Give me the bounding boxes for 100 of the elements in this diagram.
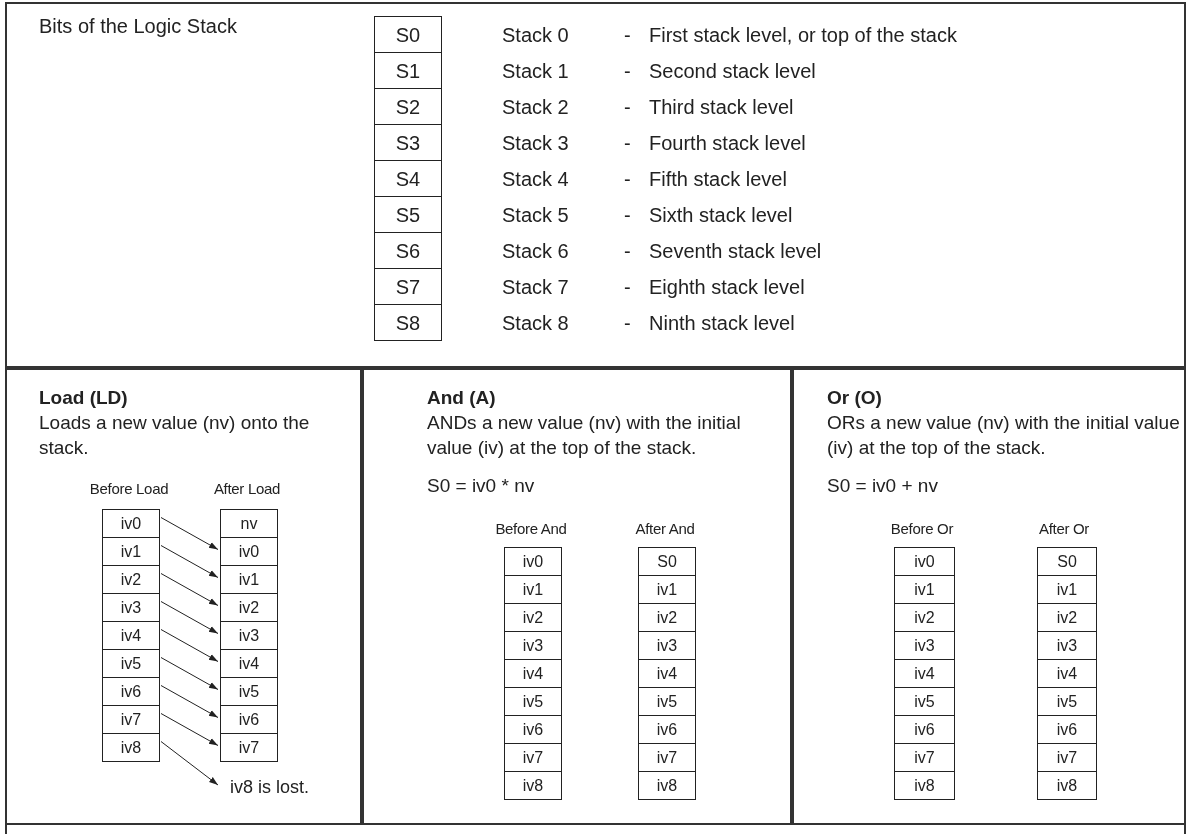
stack-cell: S1 bbox=[374, 52, 442, 89]
section-title: Bits of the Logic Stack bbox=[39, 14, 238, 38]
stack-cell: S0 bbox=[638, 547, 696, 576]
stack-cell: iv5 bbox=[220, 677, 278, 706]
column-heading: After And bbox=[634, 519, 696, 539]
stack-cell: iv2 bbox=[220, 593, 278, 622]
stack-cell: iv6 bbox=[504, 715, 562, 744]
stack-cell: iv7 bbox=[220, 733, 278, 762]
stack-cell: iv1 bbox=[102, 537, 160, 566]
stack-cell: nv bbox=[220, 509, 278, 538]
level-description: Fourth stack level bbox=[649, 130, 806, 155]
stack-cell: iv1 bbox=[1037, 575, 1097, 604]
level-description: Seventh stack level bbox=[649, 238, 822, 263]
level-description: Third stack level bbox=[649, 94, 794, 119]
description-text: Loads a new value (nv) onto the stack. bbox=[39, 411, 311, 460]
section-panel bbox=[792, 368, 1186, 825]
arrow bbox=[160, 545, 219, 578]
stack-cell: iv1 bbox=[504, 575, 562, 604]
section-title: Or (O) bbox=[827, 386, 883, 410]
stack-cell: iv4 bbox=[504, 659, 562, 688]
level-description: Second stack level bbox=[649, 58, 816, 83]
stack-cell: iv3 bbox=[220, 621, 278, 650]
stack-cell: iv7 bbox=[102, 705, 160, 734]
stack-cell: S6 bbox=[374, 232, 442, 269]
section-title: Load (LD) bbox=[39, 386, 129, 410]
column-heading: Before Or bbox=[889, 519, 955, 539]
stack-cell: iv0 bbox=[894, 547, 955, 576]
stack-cell: iv3 bbox=[1037, 631, 1097, 660]
separator-dash: - bbox=[624, 94, 631, 119]
separator-dash: - bbox=[624, 238, 631, 263]
level-description: Eighth stack level bbox=[649, 274, 805, 299]
stack-cell: S5 bbox=[374, 196, 442, 233]
column-heading: Before Load bbox=[88, 479, 170, 499]
section-panel bbox=[362, 368, 792, 825]
stack-name: Stack 7 bbox=[502, 274, 569, 299]
stack-cell: iv2 bbox=[894, 603, 955, 632]
arrow bbox=[160, 601, 219, 634]
stack-name: Stack 2 bbox=[502, 94, 569, 119]
stack-cell: iv5 bbox=[638, 687, 696, 716]
arrow bbox=[160, 713, 219, 746]
stack-cell: iv2 bbox=[1037, 603, 1097, 632]
stack-name: Stack 3 bbox=[502, 130, 569, 155]
stack-cell: S8 bbox=[374, 304, 442, 341]
level-description: Fifth stack level bbox=[649, 166, 787, 191]
stack-cell: iv3 bbox=[504, 631, 562, 660]
stack-cell: iv4 bbox=[894, 659, 955, 688]
stack-cell: iv3 bbox=[638, 631, 696, 660]
stack-cell: iv0 bbox=[102, 509, 160, 538]
formula-text: S0 = iv0 + nv bbox=[827, 474, 939, 498]
column-heading: After Or bbox=[1037, 519, 1091, 539]
level-description: Sixth stack level bbox=[649, 202, 793, 227]
stack-cell: iv5 bbox=[1037, 687, 1097, 716]
stack-name: Stack 8 bbox=[502, 310, 569, 335]
level-description: First stack level, or top of the stack bbox=[649, 22, 957, 47]
note-text: iv8 is lost. bbox=[220, 775, 332, 799]
stack-cell: iv0 bbox=[220, 537, 278, 566]
stack-cell: iv8 bbox=[504, 771, 562, 800]
stack-cell: S7 bbox=[374, 268, 442, 305]
stack-cell: iv4 bbox=[220, 649, 278, 678]
stack-cell: iv0 bbox=[504, 547, 562, 576]
stack-name: Stack 5 bbox=[502, 202, 569, 227]
stack-cell: S3 bbox=[374, 124, 442, 161]
section-title: And (A) bbox=[427, 386, 497, 410]
stack-name: Stack 1 bbox=[502, 58, 569, 83]
stack-cell: iv6 bbox=[220, 705, 278, 734]
stack-cell: iv3 bbox=[102, 593, 160, 622]
column-heading: After Load bbox=[212, 479, 282, 499]
separator-dash: - bbox=[624, 202, 631, 227]
stack-cell: iv7 bbox=[638, 743, 696, 772]
stack-cell: iv6 bbox=[894, 715, 955, 744]
stack-cell: iv8 bbox=[102, 733, 160, 762]
separator-dash: - bbox=[624, 22, 631, 47]
arrow bbox=[160, 657, 219, 690]
arrow bbox=[160, 517, 219, 550]
stack-name: Stack 6 bbox=[502, 238, 569, 263]
stack-cell: iv2 bbox=[102, 565, 160, 594]
stack-cell: iv8 bbox=[894, 771, 955, 800]
stack-cell: iv2 bbox=[638, 603, 696, 632]
stack-cell: iv7 bbox=[504, 743, 562, 772]
separator-dash: - bbox=[624, 58, 631, 83]
section-panel bbox=[5, 2, 1186, 368]
stack-cell: iv7 bbox=[894, 743, 955, 772]
stack-cell: iv3 bbox=[894, 631, 955, 660]
stack-cell: iv6 bbox=[638, 715, 696, 744]
stack-cell: iv6 bbox=[102, 677, 160, 706]
formula-text: S0 = iv0 * nv bbox=[427, 474, 536, 498]
stack-cell: iv4 bbox=[638, 659, 696, 688]
stack-cell: iv1 bbox=[220, 565, 278, 594]
arrow bbox=[160, 685, 219, 718]
description-text: ANDs a new value (nv) with the initial value (iv) at the top of the stack. bbox=[427, 411, 742, 460]
column-heading: Before And bbox=[494, 519, 568, 539]
stack-name: Stack 4 bbox=[502, 166, 569, 191]
stack-cell: S4 bbox=[374, 160, 442, 197]
stack-cell: S0 bbox=[1037, 547, 1097, 576]
stack-name: Stack 0 bbox=[502, 22, 569, 47]
section-panel bbox=[5, 368, 362, 825]
stack-cell: iv7 bbox=[1037, 743, 1097, 772]
stack-cell: iv2 bbox=[504, 603, 562, 632]
stack-cell: iv5 bbox=[102, 649, 160, 678]
description-text: ORs a new value (nv) with the initial value (iv) at the top of the stack. bbox=[827, 411, 1181, 460]
